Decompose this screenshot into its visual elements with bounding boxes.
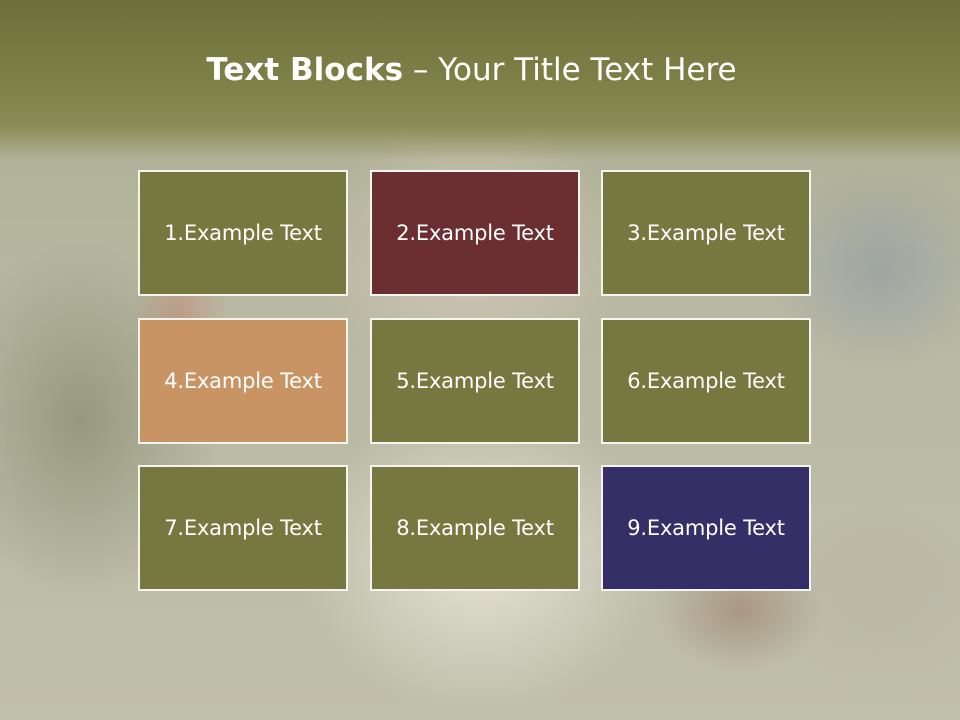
text-block-1[interactable]: 1.Example Text xyxy=(138,170,348,296)
text-block-4[interactable]: 4.Example Text xyxy=(138,318,348,444)
text-block-label: 9.Example Text xyxy=(627,516,785,540)
text-block-label: 4.Example Text xyxy=(164,369,322,393)
text-block-label: 6.Example Text xyxy=(627,369,785,393)
text-block-7[interactable]: 7.Example Text xyxy=(138,465,348,591)
text-block-label: 1.Example Text xyxy=(164,221,322,245)
text-block-8[interactable]: 8.Example Text xyxy=(370,465,580,591)
text-block-label: 5.Example Text xyxy=(396,369,554,393)
text-block-label: 7.Example Text xyxy=(164,516,322,540)
text-block-label: 8.Example Text xyxy=(396,516,554,540)
text-block-3[interactable]: 3.Example Text xyxy=(601,170,811,296)
title-rest-part: – Your Title Text Here xyxy=(403,52,737,88)
title-bold-part: Text Blocks xyxy=(206,52,404,88)
slide-title: Text Blocks – Your Title Text Here xyxy=(0,52,943,88)
text-block-9[interactable]: 9.Example Text xyxy=(601,465,811,591)
text-block-label: 3.Example Text xyxy=(627,221,785,245)
text-block-5[interactable]: 5.Example Text xyxy=(370,318,580,444)
text-block-label: 2.Example Text xyxy=(396,221,554,245)
title-band xyxy=(0,0,960,160)
text-block-6[interactable]: 6.Example Text xyxy=(601,318,811,444)
text-block-2[interactable]: 2.Example Text xyxy=(370,170,580,296)
